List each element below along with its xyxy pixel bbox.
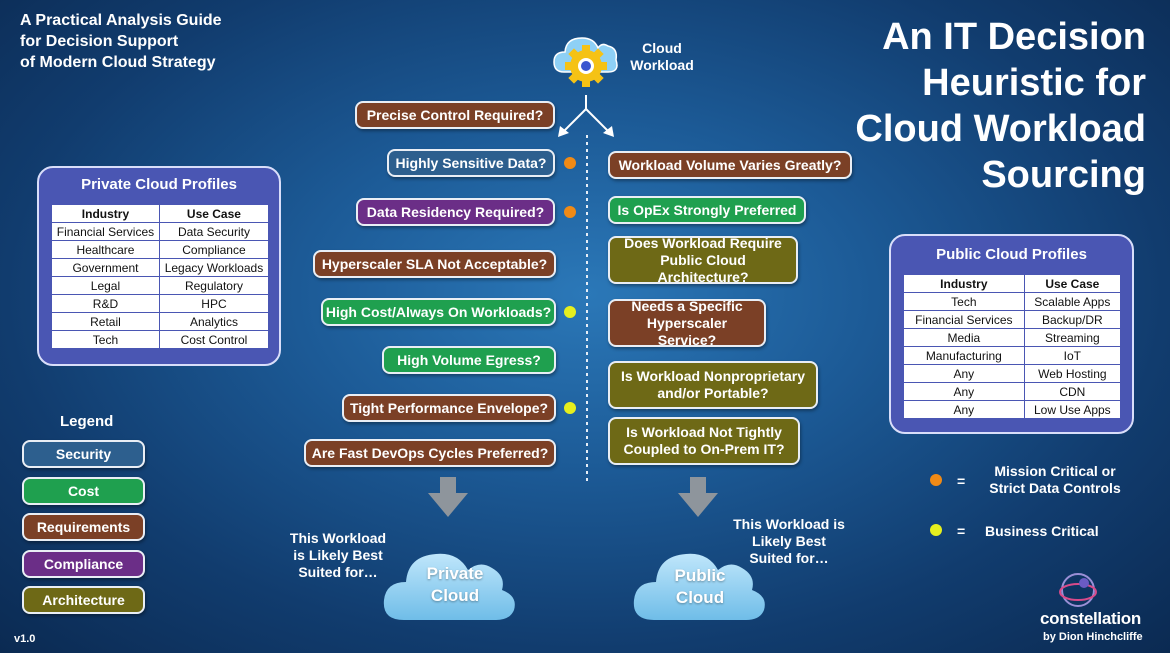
question-precise-control: Precise Control Required? [355, 101, 555, 129]
down-arrow-icon [678, 477, 718, 517]
mission-critical-legend-label: Mission Critical or Strict Data Controls [989, 463, 1121, 496]
decision-split-arrows [558, 95, 614, 483]
legend-architecture: Architecture [22, 586, 145, 614]
question-data-residency: Data Residency Required? [356, 198, 555, 226]
business-critical-legend-dot [930, 524, 942, 536]
legend-requirements: Requirements [22, 513, 145, 541]
business-critical-legend-label: Business Critical [985, 523, 1099, 539]
mission-critical-dot [564, 206, 576, 218]
question-volume-varies: Workload Volume Varies Greatly? [608, 151, 852, 179]
guide-subtitle: A Practical Analysis Guide for Decision … [20, 12, 222, 71]
question-high-egress: High Volume Egress? [382, 346, 556, 374]
private-cloud-icon [383, 553, 515, 620]
public-cloud-icon [633, 553, 765, 620]
question-high-cost: High Cost/Always On Workloads? [321, 298, 556, 326]
question-performance-envelope: Tight Performance Envelope? [342, 394, 556, 422]
public-profiles-title: Public Cloud Profiles [936, 246, 1087, 263]
public-cloud-label: Public Cloud [674, 566, 726, 607]
legend-security: Security [22, 440, 145, 468]
cloud-workload-label: Cloud Workload [630, 40, 694, 73]
legend-equals: = [957, 523, 966, 539]
legend-title: Legend [60, 413, 114, 430]
legend-cost: Cost [22, 477, 145, 505]
version-label: v1.0 [14, 633, 36, 645]
mission-critical-dot [564, 157, 576, 169]
page-title: An IT Decision Heuristic for Cloud Workl… [855, 16, 1146, 196]
down-arrow-icon [428, 477, 468, 517]
cloud-gear-icon [553, 37, 618, 87]
constellation-logo-icon [1059, 573, 1097, 607]
mission-critical-legend-dot [930, 474, 942, 486]
private-cloud-label: Private Cloud [426, 564, 484, 605]
private-profiles-title: Private Cloud Profiles [81, 176, 237, 193]
brand-name: constellation [1040, 609, 1141, 628]
private-outcome-caption: This Workload is Likely Best Suited for… [289, 530, 387, 580]
business-critical-dot [564, 306, 576, 318]
business-critical-dot [564, 402, 576, 414]
legend-equals: = [957, 473, 966, 489]
question-sensitive-data: Highly Sensitive Data? [387, 149, 555, 177]
public-outcome-caption: This Workload is Likely Best Suited for… [733, 516, 845, 566]
brand-byline: by Dion Hinchcliffe [1043, 631, 1143, 643]
question-hyperscaler-sla: Hyperscaler SLA Not Acceptable? [313, 250, 556, 278]
legend-compliance: Compliance [22, 550, 145, 578]
question-opex-preferred: Is OpEx Strongly Preferred [608, 196, 806, 224]
question-devops-cycles: Are Fast DevOps Cycles Preferred? [304, 439, 556, 467]
